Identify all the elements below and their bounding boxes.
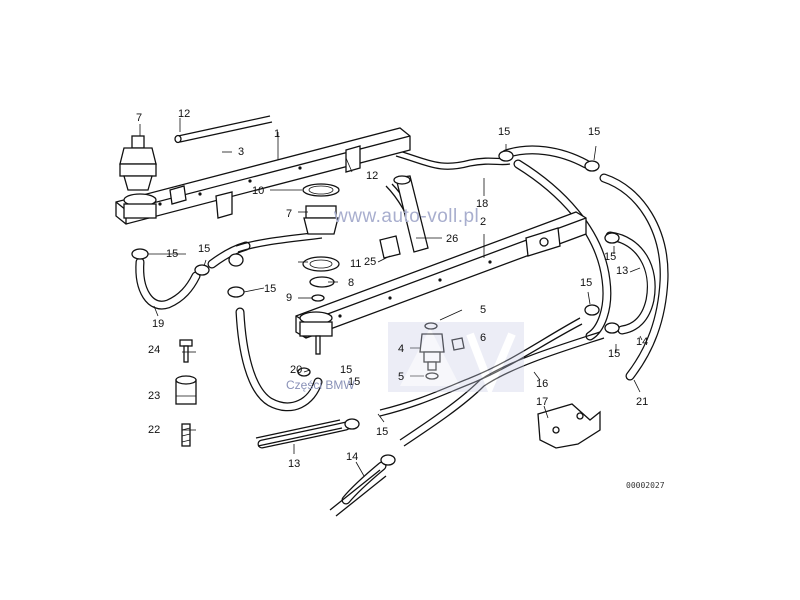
label-21: 21: [636, 396, 649, 408]
label-13-right: 13: [616, 265, 629, 277]
drawing-code: 00002027: [626, 481, 665, 490]
label-3: 3: [238, 146, 245, 158]
label-15-upper-left: 15: [198, 243, 211, 255]
watermark-caption: Części BMW: [286, 378, 355, 392]
seals: [302, 256, 340, 302]
label-12-lower: 12: [366, 170, 379, 182]
label-15-left-pipe: 15: [264, 283, 277, 295]
label-11: 11: [350, 258, 362, 270]
pressure-regulator-lower: [302, 183, 340, 235]
fuel-rail-upper: [115, 127, 411, 225]
fuel-pipes: [174, 115, 605, 517]
label-22: 22: [148, 424, 161, 436]
watermark-logo: [388, 322, 524, 397]
label-15-right-middle: 15: [580, 277, 593, 289]
label-8: 8: [348, 277, 355, 289]
label-7-upper: 7: [136, 112, 143, 124]
label-16: 16: [536, 378, 549, 390]
watermark-url: www.auto-voll.pl: [334, 206, 480, 227]
label-17: 17: [536, 396, 549, 408]
label-1: 1: [274, 128, 281, 140]
fuel-hoses: [135, 145, 669, 505]
label-15-clamp-20: 15: [340, 364, 353, 376]
label-9: 9: [286, 292, 293, 304]
label-6: 6: [480, 332, 487, 344]
label-26: 26: [446, 233, 459, 245]
label-23: 23: [148, 390, 161, 402]
label-20: 20: [290, 364, 303, 376]
label-24: 24: [148, 344, 161, 356]
sensor-assembly: [175, 339, 197, 447]
label-7-lower: 7: [286, 208, 293, 220]
label-15-bottom-center: 15: [376, 426, 389, 438]
valve-26: [379, 175, 429, 259]
label-5-lower: 5: [398, 371, 405, 383]
fuel-injector: [419, 322, 465, 380]
label-15-hose19: 15: [166, 248, 179, 260]
leader-lines: [139, 118, 643, 477]
label-2: 2: [480, 216, 487, 228]
label-5-upper: 5: [480, 304, 487, 316]
label-18: 18: [476, 198, 489, 210]
label-13-bottom: 13: [288, 458, 301, 470]
label-25: 25: [364, 256, 377, 268]
hose-clamps: [131, 150, 620, 466]
label-15-top-center: 15: [498, 126, 511, 138]
label-4: 4: [398, 343, 405, 355]
label-15-right-upper: 15: [604, 251, 617, 263]
label-15-right-lower: 15: [608, 348, 621, 360]
label-14-right: 14: [636, 336, 649, 348]
label-15-top-right: 15: [588, 126, 601, 138]
fuel-rail-lower: [295, 211, 587, 355]
label-19: 19: [152, 318, 165, 330]
label-14-bottom: 14: [346, 451, 359, 463]
bracket-17: [537, 403, 601, 449]
label-10: 10: [252, 185, 265, 197]
pressure-regulator-upper: [119, 135, 157, 191]
label-15-center: 15: [348, 376, 361, 388]
label-12-upper: 12: [178, 108, 191, 120]
